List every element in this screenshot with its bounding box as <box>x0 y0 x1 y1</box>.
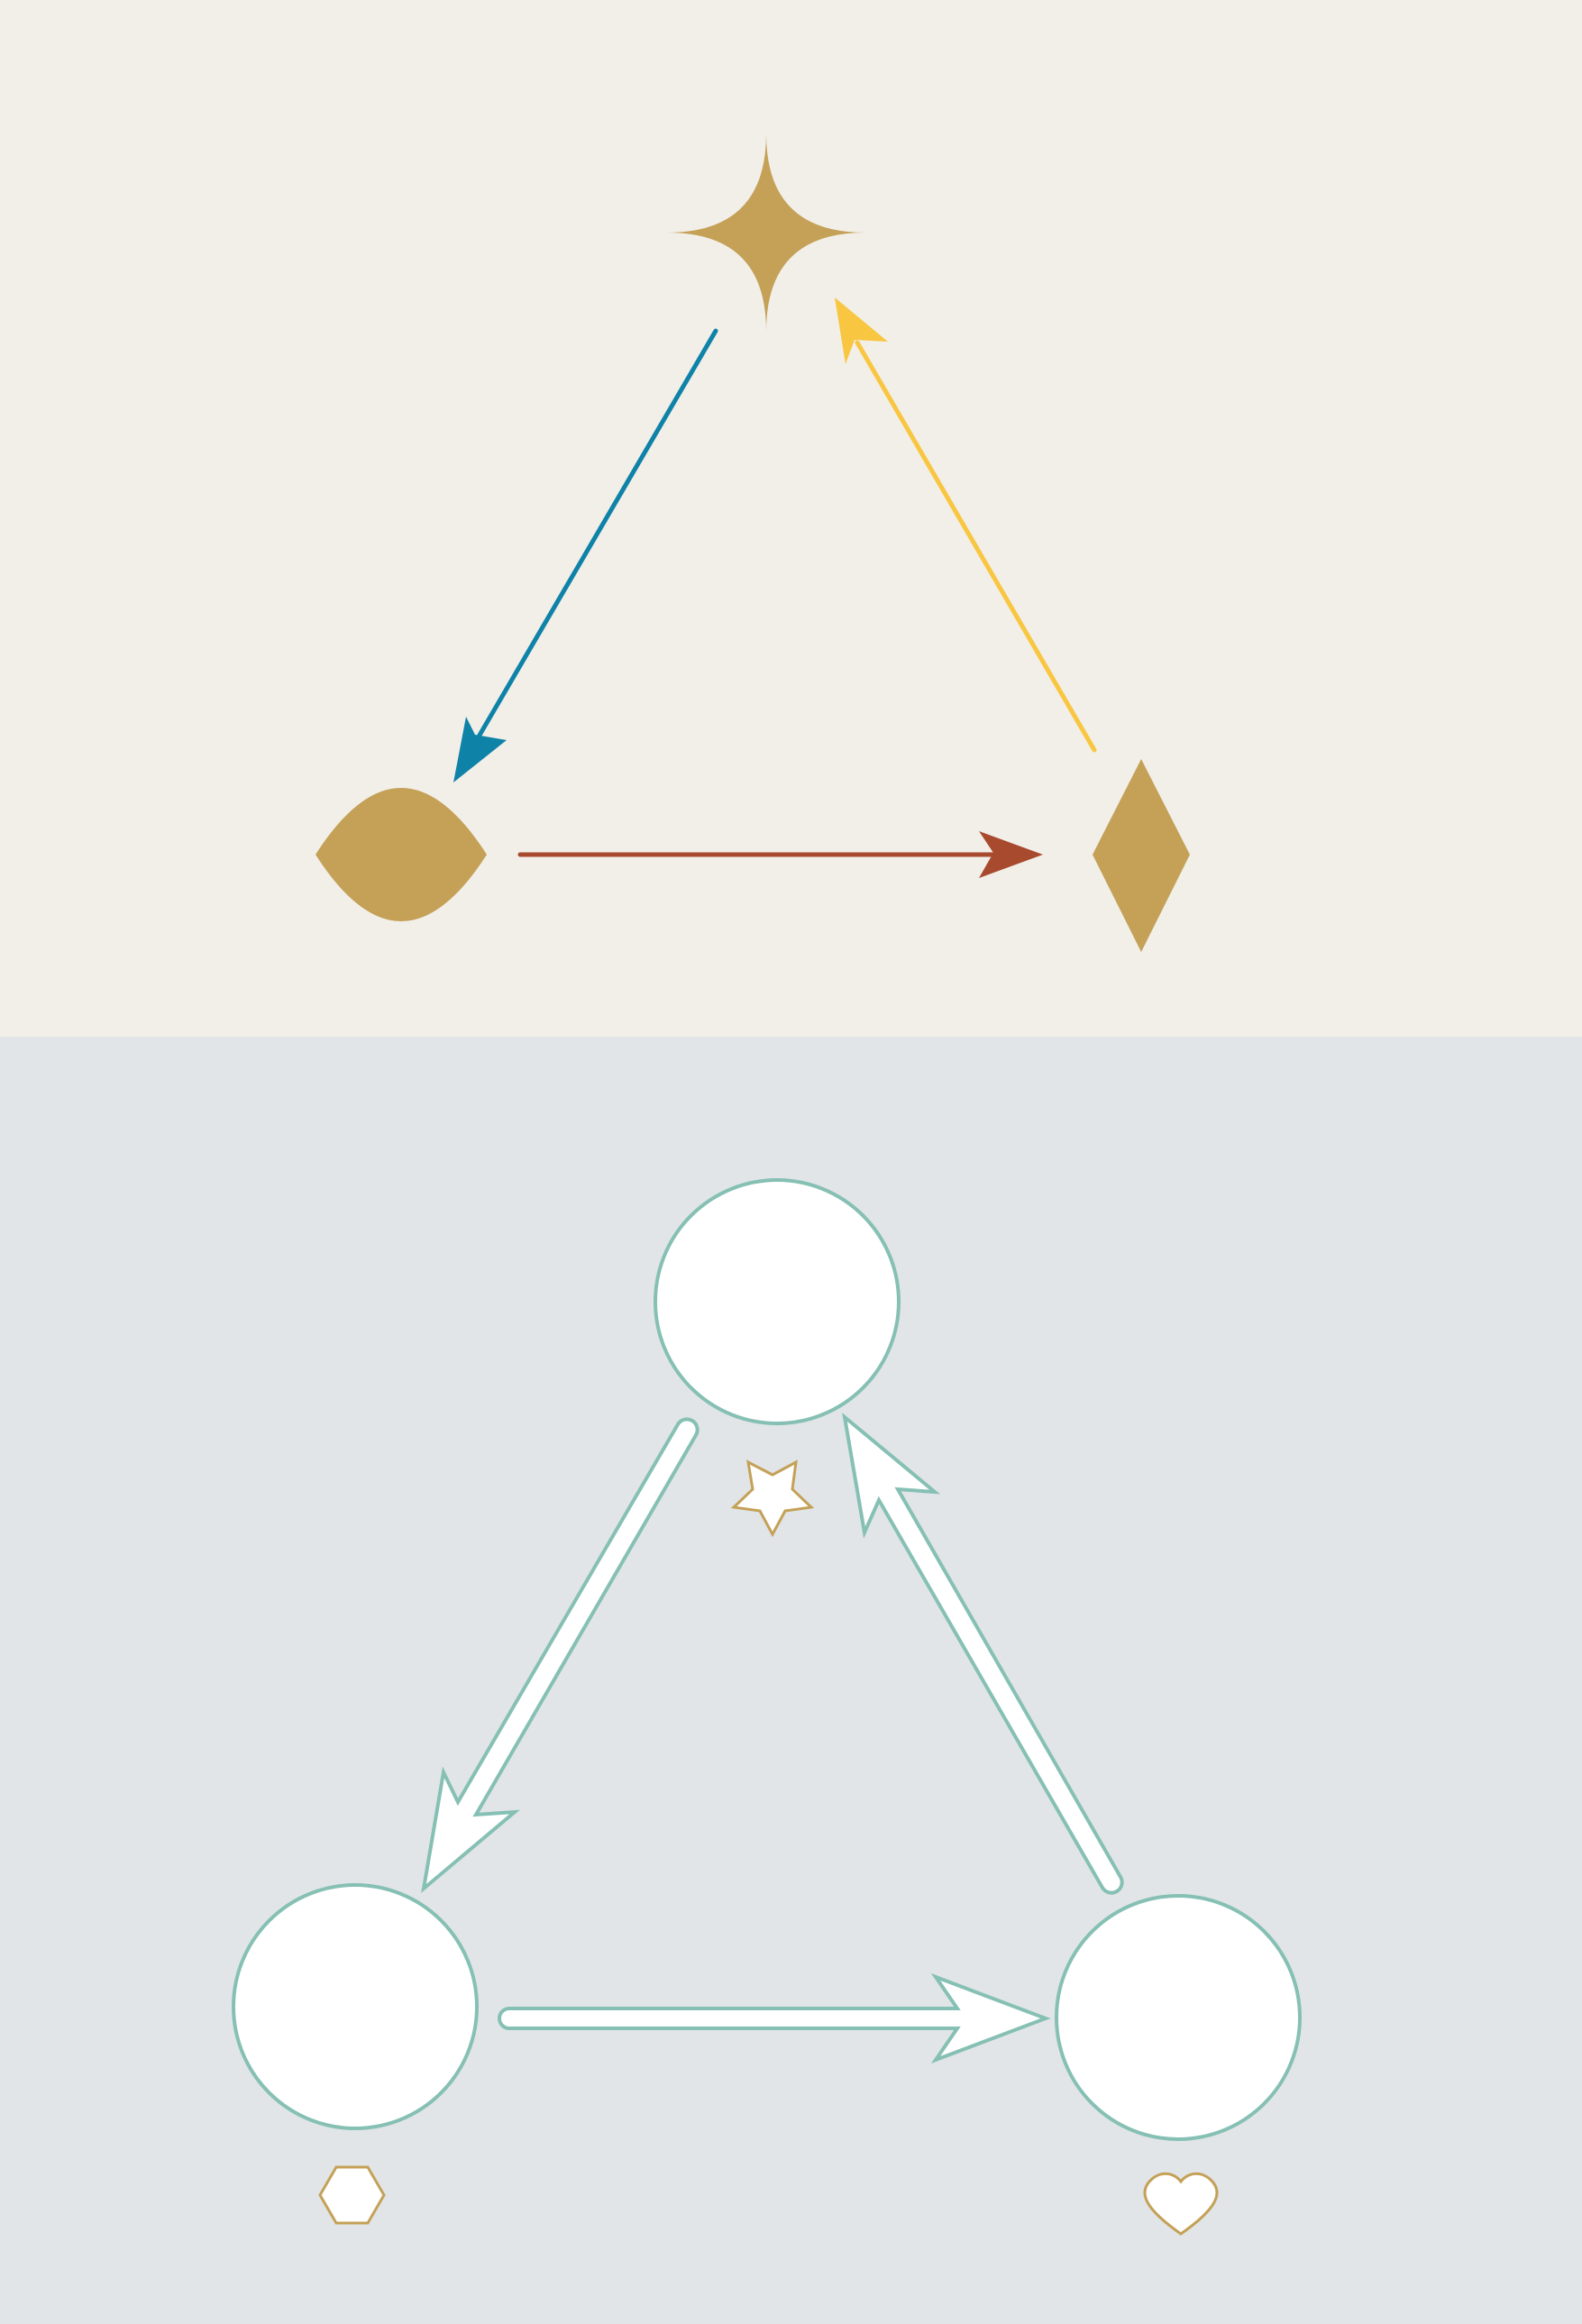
four-point-star-icon <box>667 133 865 332</box>
node-top-circle <box>654 1178 901 1425</box>
heart-icon <box>1143 2172 1219 2236</box>
edge-right-to-top <box>842 1413 1124 1895</box>
bottom-panel <box>0 1037 1582 2324</box>
edge-right-to-top <box>835 297 1097 753</box>
lens-icon <box>315 788 487 921</box>
bottom-diagram <box>0 1037 1582 2324</box>
node-left-circle <box>232 1883 479 2130</box>
edge-top-to-left <box>421 1417 700 1894</box>
edge-left-to-right <box>517 831 1043 878</box>
star-icon <box>730 1459 815 1538</box>
edge-left-to-right <box>498 1972 1051 2064</box>
diamond-icon <box>1093 759 1190 952</box>
hexagon-icon <box>318 2165 386 2225</box>
top-panel <box>0 0 1582 1037</box>
edge-top-to-left <box>453 328 718 782</box>
top-diagram <box>0 0 1582 1037</box>
top-panel-background <box>0 0 1582 1037</box>
node-right-circle <box>1055 1894 1302 2141</box>
